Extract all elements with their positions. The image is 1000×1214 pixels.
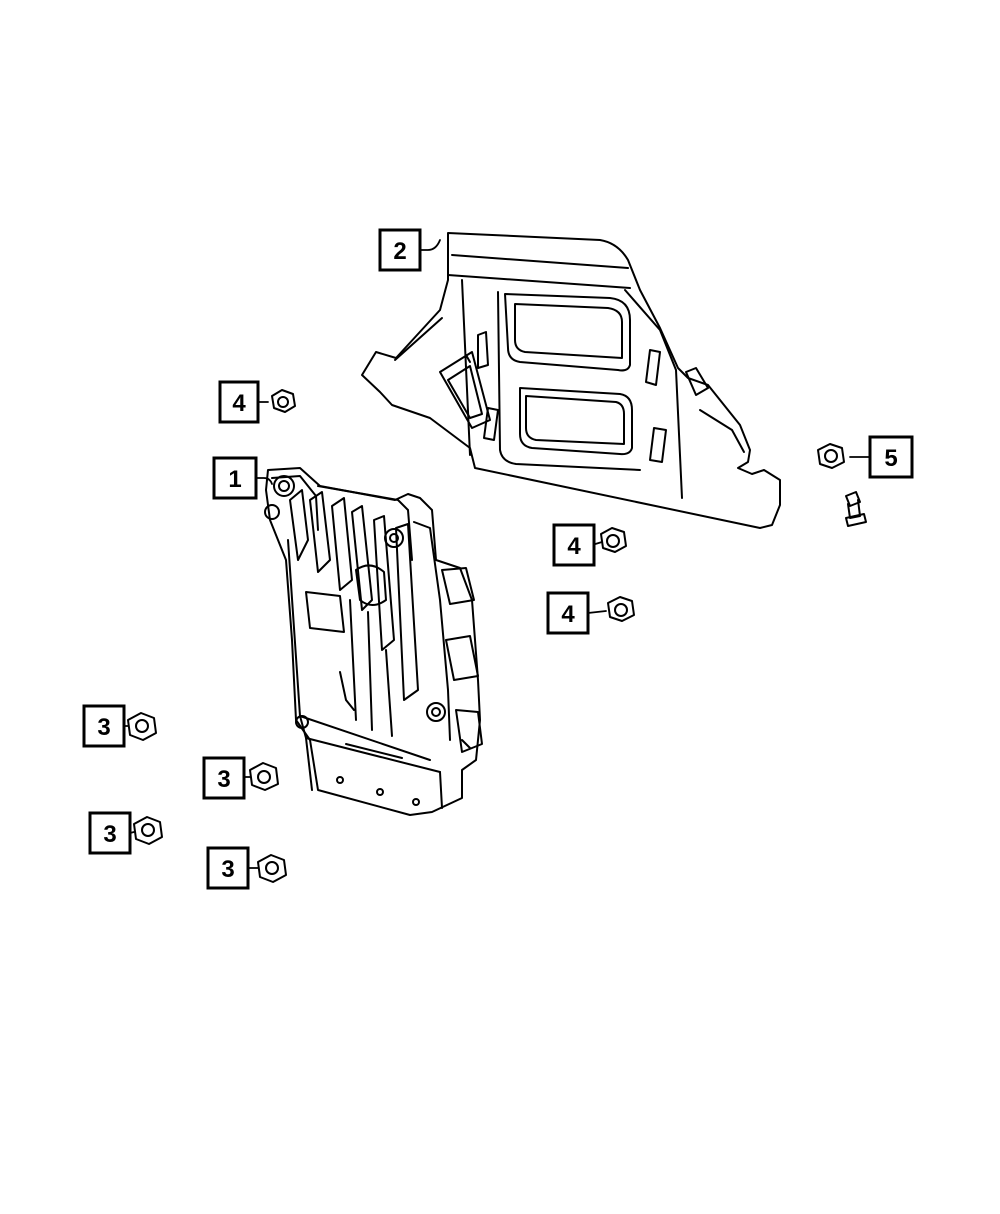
nut-3-a [127,712,157,741]
callout-3-b: 3 [202,756,246,800]
nut-3-d [257,854,287,883]
nut-3-c [133,816,163,845]
callout-2: 2 [378,228,422,272]
nut-5 [817,443,845,469]
callout-4-c: 4 [546,591,590,635]
callout-2-label: 2 [393,238,406,265]
control-module [264,467,483,816]
callout-4-a: 4 [218,380,260,424]
nut-4-lower [607,596,635,622]
callout-1: 1 [212,456,258,500]
nut-4-middle [600,527,627,553]
callout-3-a-label: 3 [97,714,110,741]
callout-4-a-label: 4 [232,390,246,417]
callout-3-c-label: 3 [103,821,116,848]
callout-3-d: 3 [206,846,250,890]
callout-3-b-label: 3 [217,766,230,793]
callouts: 1 2 3 3 3 3 4 4 [82,228,914,890]
nut-4-top [271,389,296,413]
callout-3-d-label: 3 [221,856,234,883]
callout-5-label: 5 [884,445,897,472]
callout-4-b-label: 4 [567,533,581,560]
mounting-bracket [361,232,781,529]
leader-lines [123,239,871,869]
callout-4-c-label: 4 [561,601,575,628]
callout-4-b: 4 [552,523,596,567]
bolt [845,491,867,527]
callout-5: 5 [868,435,914,479]
nut-3-b [249,762,279,791]
callout-1-label: 1 [228,466,241,493]
callout-3-c: 3 [88,811,132,855]
callout-3-a: 3 [82,704,126,748]
